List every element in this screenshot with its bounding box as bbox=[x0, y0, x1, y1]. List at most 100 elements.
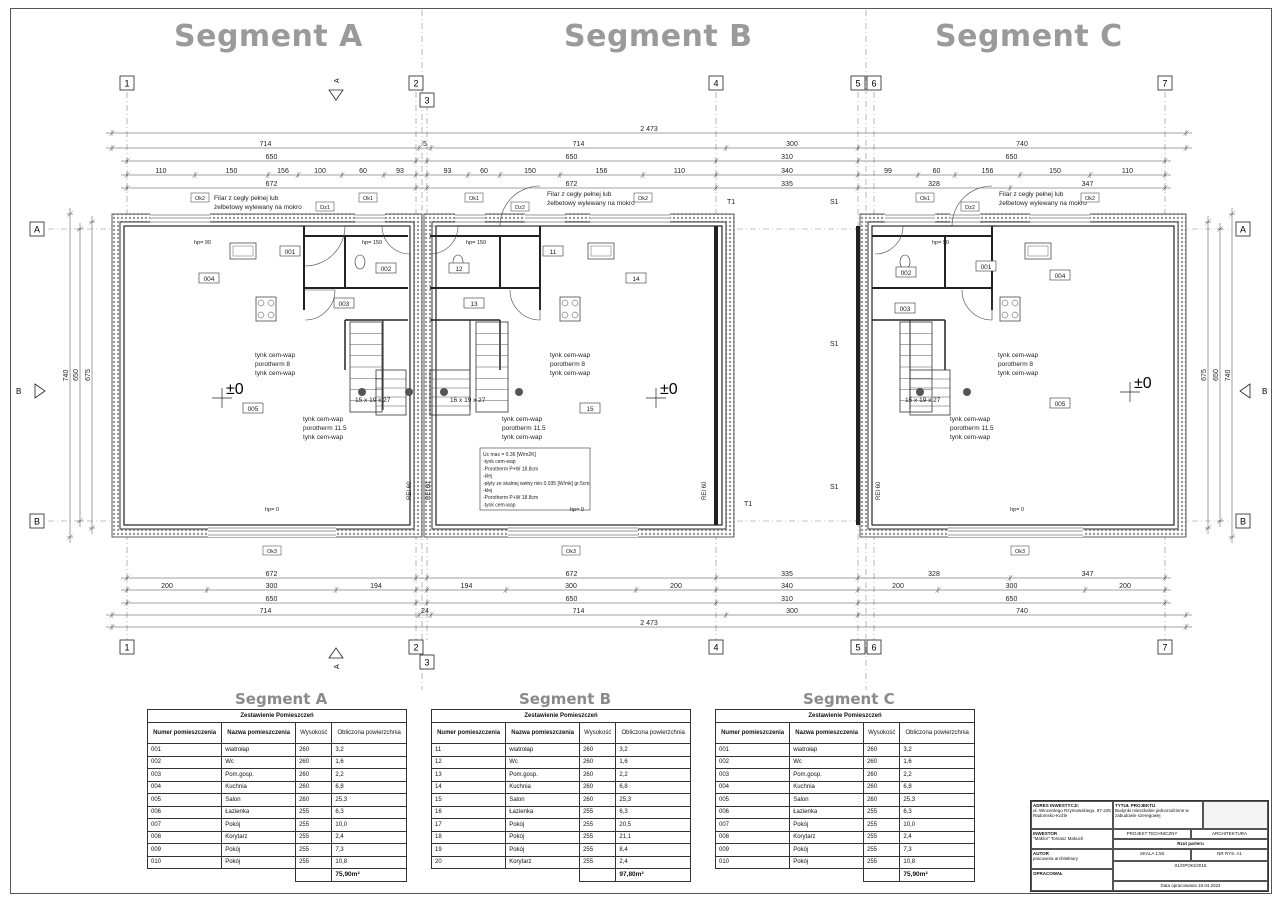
hp-label: hp= 150 bbox=[362, 240, 382, 246]
axis-bubble bbox=[1235, 513, 1251, 529]
dim-tick bbox=[1162, 587, 1168, 593]
tb-address: ADRES INWESTYCJI:ul. Wincentego Rzymowsk… bbox=[1031, 801, 1113, 829]
dim-bot-2: 194 bbox=[461, 583, 473, 590]
table-cell: 6,3 bbox=[331, 805, 407, 819]
s1-label: S1 bbox=[830, 199, 839, 206]
tb-investor: INWESTOR"Maklor" Tomasz Makuch bbox=[1031, 829, 1113, 849]
room-tag-box bbox=[242, 402, 264, 414]
table-cell: 007 bbox=[714, 818, 791, 832]
window-tag: Ok2 bbox=[1085, 196, 1095, 202]
dim-bot-2: 200 bbox=[892, 583, 904, 590]
tb-prepared: OPRACOWAŁ bbox=[1031, 869, 1113, 891]
section-label: B bbox=[1262, 387, 1267, 396]
dim-tick bbox=[497, 172, 503, 178]
level-label: ±0 bbox=[226, 381, 244, 398]
dim-bot-2: 300 bbox=[1006, 583, 1018, 590]
hob bbox=[999, 296, 1021, 322]
room-tag-box bbox=[579, 402, 601, 414]
segment-c-title: Segment C bbox=[935, 19, 1123, 54]
table-cell: 260 bbox=[579, 793, 617, 807]
dim-tick bbox=[295, 172, 301, 178]
dim-tick bbox=[424, 600, 430, 606]
table-cell: 10,8 bbox=[899, 855, 975, 869]
note-filar-2: żelbetowy wylewany na mokro bbox=[214, 204, 302, 211]
dim-tick bbox=[124, 158, 130, 164]
dim-top-3: 93 bbox=[444, 168, 452, 175]
table-cell: Salon bbox=[221, 793, 297, 807]
axis-label: 3 bbox=[424, 658, 429, 668]
room-tag-box bbox=[375, 262, 397, 274]
window-tag-box bbox=[358, 192, 378, 203]
tb-branch: ARCHITEKTURA bbox=[1191, 829, 1268, 839]
table-cell: 260 bbox=[295, 793, 333, 807]
table-cell: 20,5 bbox=[615, 818, 691, 832]
dim-top-3: 100 bbox=[314, 168, 326, 175]
pier bbox=[515, 388, 523, 396]
dim-top-3: 99 bbox=[884, 168, 892, 175]
table-cell: 255 bbox=[295, 830, 333, 844]
table-cell: 255 bbox=[579, 855, 617, 869]
table-header-cell: Obliczona powierzchnia bbox=[615, 722, 691, 744]
dim-bot-1: 672 bbox=[266, 571, 278, 578]
room-tag: 001 bbox=[981, 264, 992, 271]
table-cell: Łazienka bbox=[789, 805, 865, 819]
pier bbox=[440, 388, 448, 396]
table-cell: Wc bbox=[789, 755, 865, 769]
stairs-dim: 16 x 19 x 27 bbox=[450, 397, 486, 404]
dim-tick bbox=[713, 172, 719, 178]
table-cell: 255 bbox=[863, 818, 901, 832]
room-tag-box bbox=[198, 272, 220, 284]
dim-tick bbox=[855, 575, 861, 581]
dim-top-1: 714 bbox=[260, 141, 272, 148]
table-cell: Pom.gosp. bbox=[505, 768, 581, 782]
table-header-cell: Nazwa pomieszczenia bbox=[505, 722, 581, 744]
wall-spec-line: -Porotherm P+W 18.8cm bbox=[483, 495, 538, 501]
table-header-cell: Numer pomieszczenia bbox=[714, 722, 791, 744]
dim-tick bbox=[109, 145, 115, 151]
table-cell: Pokój bbox=[505, 830, 581, 844]
table-cell: 002 bbox=[146, 755, 223, 769]
dim-top-3: 60 bbox=[359, 168, 367, 175]
door-swing bbox=[381, 225, 411, 255]
dim-top-3: 156 bbox=[982, 168, 994, 175]
dim-bot-3: 650 bbox=[566, 596, 578, 603]
dim-bot-3: 650 bbox=[266, 596, 278, 603]
table-cell: 003 bbox=[714, 768, 791, 782]
table-cell: Łazienka bbox=[221, 805, 297, 819]
dim-bot-3: 650 bbox=[1006, 596, 1018, 603]
note-tynk: tynk cem-wap bbox=[550, 352, 590, 359]
window-tag-box bbox=[960, 201, 980, 212]
pier bbox=[963, 388, 971, 396]
table-cell: Salon bbox=[505, 793, 581, 807]
room-tag: 002 bbox=[901, 270, 912, 277]
dim-bot-2: 194 bbox=[370, 583, 382, 590]
table-header-cell: Obliczona powierzchnia bbox=[331, 722, 407, 744]
dim-tick bbox=[1183, 624, 1189, 630]
table-cell: Korytarz bbox=[505, 855, 581, 869]
s1-label: S1 bbox=[830, 484, 839, 491]
dim-tick bbox=[1162, 172, 1168, 178]
hp-label: hp= 90 bbox=[932, 240, 949, 246]
table-cell: 005 bbox=[714, 793, 791, 807]
window-gap bbox=[508, 526, 638, 537]
dim-tick bbox=[424, 185, 430, 191]
window-tag-box bbox=[633, 192, 653, 203]
window-tag: Dz2 bbox=[515, 205, 525, 211]
dim-top-4: 672 bbox=[266, 181, 278, 188]
dim-tick bbox=[915, 172, 921, 178]
dim-bot-1: 672 bbox=[566, 571, 578, 578]
table-header-cell: Numer pomieszczenia bbox=[430, 722, 507, 744]
table-total: 75,90m² bbox=[331, 868, 407, 882]
note-tynk: tynk cem-wap bbox=[950, 434, 990, 441]
sink bbox=[229, 242, 257, 260]
wall-spec-box bbox=[479, 447, 591, 511]
dim-tick bbox=[713, 575, 719, 581]
